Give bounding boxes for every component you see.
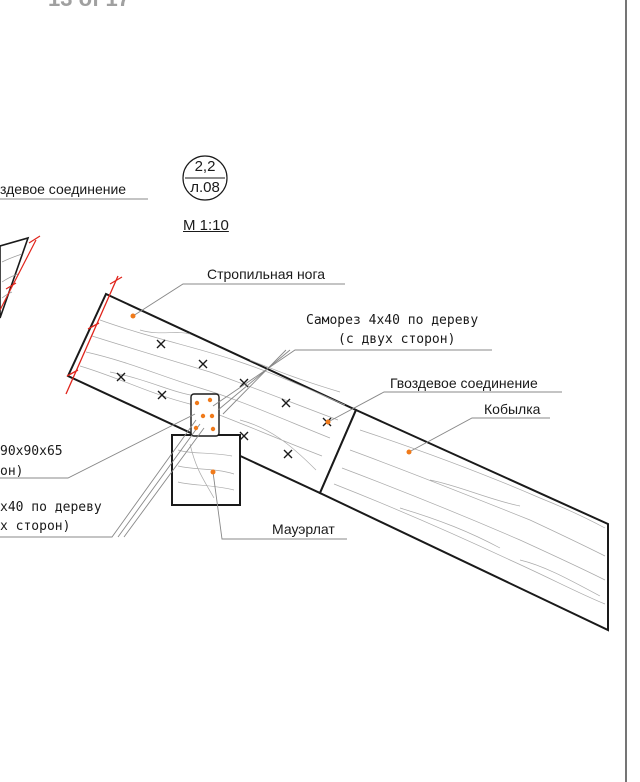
label-screw-left-line2: х сторон)	[0, 519, 71, 534]
reference-dots	[130, 313, 412, 475]
label-filly: Кобылка	[484, 401, 541, 417]
leader-lines	[0, 283, 562, 540]
wall-plate	[171, 434, 241, 506]
label-rafter: Стропильная нога	[207, 266, 326, 282]
detail-bubble-bottom: л.08	[190, 179, 220, 196]
label-corner-line2: он)	[0, 464, 24, 479]
left-beam-fragment	[0, 235, 41, 319]
detail-bubble	[182, 155, 228, 201]
label-wall-plate: Мауэрлат	[272, 521, 335, 537]
label-nail-joint: Гвоздевое соединение	[390, 375, 538, 391]
filly-beam	[318, 408, 609, 632]
label-screw-line1: Саморез 4х40 по дереву	[306, 313, 479, 328]
label-screw-left-line1: х40 по дереву	[0, 500, 102, 515]
page-counter: 13 of 17	[48, 0, 130, 12]
header-label: здевое соединение	[0, 181, 127, 197]
label-corner-line1: 90х90х65	[0, 444, 63, 459]
scale-label: М 1:10	[183, 217, 229, 234]
label-screw-line2: (с двух сторон)	[338, 332, 456, 347]
detail-bubble-top: 2,2	[194, 158, 216, 175]
